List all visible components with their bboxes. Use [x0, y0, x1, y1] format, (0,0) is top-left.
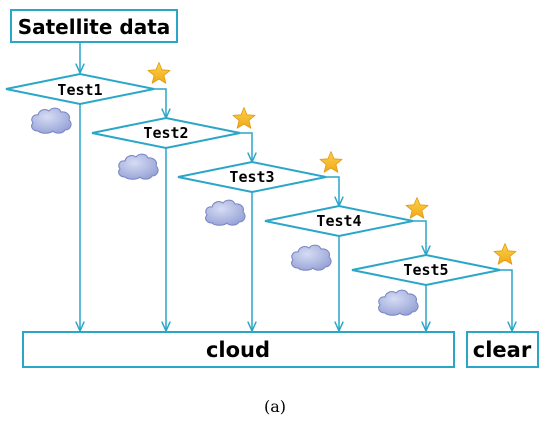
- star-icon: [405, 197, 429, 219]
- connector-test3-test4: [326, 176, 339, 206]
- test-5-label: Test5: [403, 261, 448, 279]
- connector-test2-test3: [240, 132, 252, 162]
- test-4-node: Test4: [264, 204, 414, 238]
- connector-test1-test2: [154, 88, 166, 118]
- star-icon: [147, 62, 171, 84]
- test-5-node: Test5: [351, 253, 501, 287]
- figure-caption: (a): [264, 397, 286, 416]
- cloud-icon: [118, 153, 159, 180]
- cloud-icon: [378, 289, 419, 316]
- test-4-label: Test4: [316, 212, 361, 230]
- star-icon: [493, 243, 517, 265]
- cloud-icon: [205, 199, 246, 226]
- test-2-label: Test2: [143, 124, 188, 142]
- cloud-output-label: cloud: [206, 338, 270, 362]
- clear-output-label: clear: [473, 338, 532, 362]
- test-1-label: Test1: [57, 81, 102, 99]
- source-box-label: Satellite data: [18, 15, 171, 39]
- source-box: Satellite data: [10, 9, 178, 43]
- test-2-node: Test2: [91, 116, 241, 150]
- star-icon: [232, 107, 256, 129]
- cloud-icon: [31, 107, 72, 134]
- cloud-icon: [291, 244, 332, 271]
- clear-output-box: clear: [466, 331, 539, 368]
- test-3-node: Test3: [177, 160, 327, 194]
- test-1-node: Test1: [5, 72, 155, 106]
- star-icon: [319, 151, 343, 173]
- connector-test5-clear: [500, 269, 512, 331]
- connector-test4-test5: [413, 220, 426, 255]
- test-3-label: Test3: [229, 168, 274, 186]
- cloud-output-box: cloud: [22, 331, 455, 368]
